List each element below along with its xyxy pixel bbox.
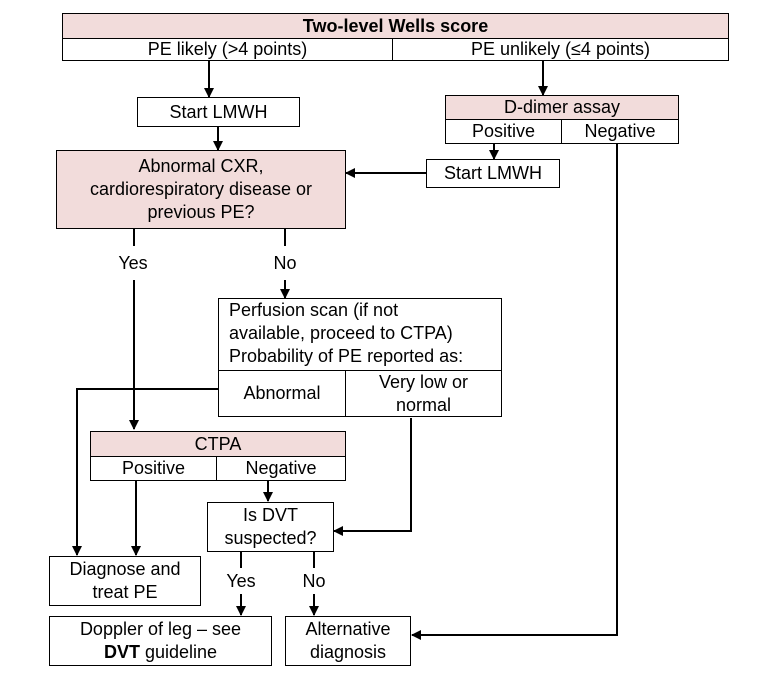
arrow-abnormal-to-diagnose [72,388,218,556]
perfusion-scan: Perfusion scan (if not available, procee… [218,298,502,371]
perfusion-line1: Perfusion scan (if not [229,300,399,320]
ctpa-positive-text: Positive [121,458,186,478]
perfusion-line2: available, proceed to CTPA) [229,323,453,343]
doppler-dvt-bold: DVT [103,642,140,662]
diagnose-line1: Diagnose and [69,559,181,579]
ddimer-negative: Negative [561,119,679,144]
wells-unlikely: PE unlikely (≤4 points) [392,38,729,61]
doppler-line2: DVT guideline [104,641,217,664]
abnormal-cxr-question: Abnormal CXR, cardiorespiratory disease … [56,150,346,229]
ddimer-positive: Positive [445,119,562,144]
wells-unlikely-text: PE unlikely (≤4 points) [471,39,650,59]
wells-score-title: Two-level Wells score [62,13,729,39]
wells-likely: PE likely (>4 points) [62,38,393,61]
dvt-yes-label: Yes [220,570,262,592]
doppler-of-leg: Doppler of leg – see DVT guideline [49,616,272,666]
start-lmwh-right-text: Start LMWH [443,163,542,183]
doppler-line1: Doppler of leg – see [79,619,242,639]
abnormal-cxr-line2: cardiorespiratory disease or [89,179,313,199]
ddimer-negative-text: Negative [584,121,656,141]
wells-likely-text: PE likely (>4 points) [147,39,308,59]
ddimer-title-text: D-dimer assay [503,97,621,117]
alternative-diagnosis: Alternative diagnosis [285,616,411,666]
abnormal-cxr-line1: Abnormal CXR, [138,156,264,176]
arrow-ddimer-negative-to-alternative [411,143,618,640]
ctpa-title: CTPA [90,431,346,457]
perfusion-very-low: Very low or normal [345,370,502,417]
diagnose-line2: treat PE [92,582,158,602]
dvt-suspected-question: Is DVT suspected? [207,502,334,552]
ctpa-negative-text: Negative [245,458,317,478]
ctpa-positive: Positive [90,456,217,481]
abnormal-cxr-line3: previous PE? [147,202,255,222]
ctpa-title-text: CTPA [194,433,242,454]
perfusion-line3: Probability of PE reported as: [229,346,464,366]
cxr-no-label: No [262,252,308,274]
dvt-question-line1: Is DVT [242,505,298,525]
diagnose-treat-pe: Diagnose and treat PE [49,556,201,606]
ctpa-negative: Negative [216,456,346,481]
perfusion-abnormal: Abnormal [218,370,346,417]
perfusion-very-low-line2: normal [395,394,452,415]
perfusion-very-low-line1: Very low or [378,371,469,392]
start-lmwh-left-text: Start LMWH [169,101,268,122]
cxr-yes-label: Yes [108,252,158,274]
dvt-no-label: No [295,570,333,592]
start-lmwh-left: Start LMWH [137,97,300,127]
alternative-line2: diagnosis [309,642,387,662]
doppler-line2-rest: guideline [139,642,218,662]
arrow-verylow-to-dvt [333,418,412,536]
wells-score-title-text: Two-level Wells score [302,15,489,36]
dvt-question-line2: suspected? [224,528,317,548]
ddimer-positive-text: Positive [471,121,536,141]
perfusion-abnormal-text: Abnormal [243,383,321,403]
alternative-line1: Alternative [305,619,391,639]
ddimer-title: D-dimer assay [445,95,679,120]
start-lmwh-right: Start LMWH [426,159,560,188]
